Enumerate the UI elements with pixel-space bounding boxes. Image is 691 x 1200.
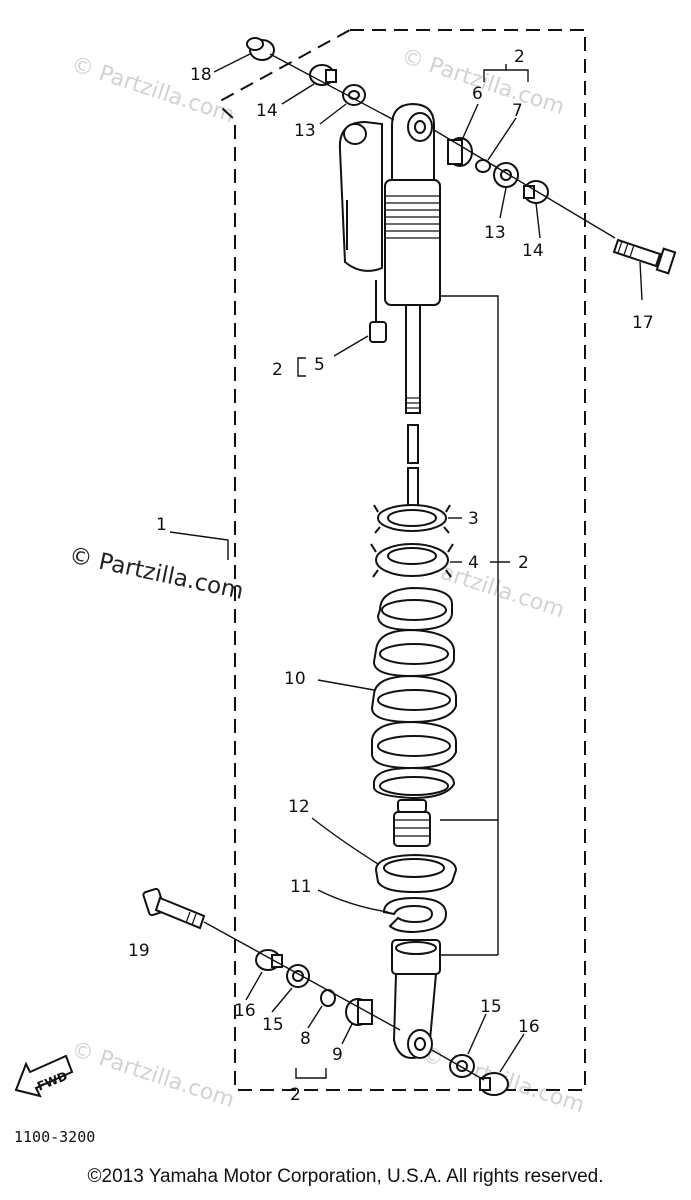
part-label-9: 9 (332, 1045, 343, 1065)
spring-seat-12 (374, 853, 458, 894)
group-2-bracket-right (440, 295, 499, 821)
part-label-18: 18 (190, 65, 212, 85)
diagram-code: 1100-3200 (14, 1128, 95, 1146)
leader-16-right (499, 1033, 525, 1073)
leader-1 (169, 531, 229, 560)
hardware-16-collar-bottom-right (479, 1072, 509, 1096)
bump-stop (393, 799, 431, 847)
hardware-16-collar-bottom-left (255, 949, 283, 971)
part-label-5: 5 (314, 355, 325, 375)
hardware-14-collar-right (523, 180, 549, 204)
leader-13-right (499, 187, 507, 219)
adjuster-4 (370, 543, 454, 578)
part-label-15-right: 15 (480, 997, 502, 1017)
part-label-2-top: 2 (514, 47, 525, 67)
leader-15-right (467, 1013, 487, 1055)
part-label-8: 8 (300, 1029, 311, 1049)
hardware-19-bolt (142, 887, 206, 930)
part-label-2-left: 2 (272, 360, 283, 380)
part-label-16-left: 16 (234, 1001, 256, 1021)
part-label-17: 17 (632, 313, 654, 333)
group-2-bracket-left (297, 357, 306, 377)
copyright-notice: ©2013 Yamaha Motor Corporation, U.S.A. A… (87, 1166, 604, 1187)
leader-10 (317, 679, 375, 691)
leader-16-left (245, 971, 263, 1001)
spring-10 (370, 586, 457, 800)
leader-7 (487, 117, 517, 161)
part-label-10: 10 (284, 669, 306, 689)
part-label-16-right: 16 (518, 1017, 540, 1037)
watermark-top-left: © Partzilla.com (68, 52, 237, 128)
rod-piece-upper (407, 424, 419, 464)
leader-6 (461, 103, 479, 141)
part-label-14-left: 14 (256, 101, 278, 121)
part-label-3: 3 (468, 509, 479, 529)
spring-guide-11 (382, 896, 448, 934)
hardware-18-bolt-top (246, 37, 275, 61)
part-label-2-right: 2 (518, 553, 529, 573)
hardware-6-bushing (447, 137, 473, 167)
part-label-1: 1 (156, 515, 167, 535)
axis-line-top-left (269, 53, 395, 121)
group-2-bracket-bottom-left (295, 1068, 327, 1079)
leader-14-right (535, 202, 541, 239)
part-label-2-bottom: 2 (290, 1085, 301, 1105)
part-label-7: 7 (512, 101, 523, 121)
shock-body (338, 102, 441, 414)
axis-line-bottom-left (203, 921, 401, 1031)
forward-arrow-icon: FWD (14, 1054, 74, 1098)
leader-5 (333, 335, 369, 357)
part-label-4: 4 (468, 553, 479, 573)
leader-8 (307, 1005, 323, 1029)
lower-clevis (391, 939, 441, 1060)
part-label-13-right: 13 (484, 223, 506, 243)
hardware-9-bushing (345, 998, 373, 1026)
leader-11 (317, 889, 389, 913)
part-label-12: 12 (288, 797, 310, 817)
hardware-15-bushing-bottom-left (286, 964, 310, 988)
leader-12 (311, 817, 379, 865)
part-label-19: 19 (128, 941, 150, 961)
leader-13-left (319, 103, 347, 125)
watermark-main: © Partzilla.com (67, 542, 246, 604)
leader-14-left (281, 83, 315, 105)
part-label-15-left: 15 (262, 1015, 284, 1035)
leader-17 (639, 261, 643, 301)
hardware-15-bushing-bottom-right (449, 1054, 475, 1078)
hardware-13-seal-right (493, 162, 519, 188)
leader-15-left (271, 987, 293, 1013)
watermark-bottom-left: © Partzilla.com (68, 1037, 237, 1113)
hardware-17-bolt (612, 238, 677, 275)
part-label-11: 11 (290, 877, 312, 897)
part-label-6: 6 (472, 84, 483, 104)
part-label-13-left: 13 (294, 121, 316, 141)
lock-nut-3 (373, 504, 451, 534)
leader-9 (341, 1023, 353, 1045)
part-label-14-right: 14 (522, 241, 544, 261)
leader-18 (213, 53, 251, 73)
axis-line-top-right (433, 129, 616, 239)
axis-line-bottom-right (431, 1049, 485, 1081)
